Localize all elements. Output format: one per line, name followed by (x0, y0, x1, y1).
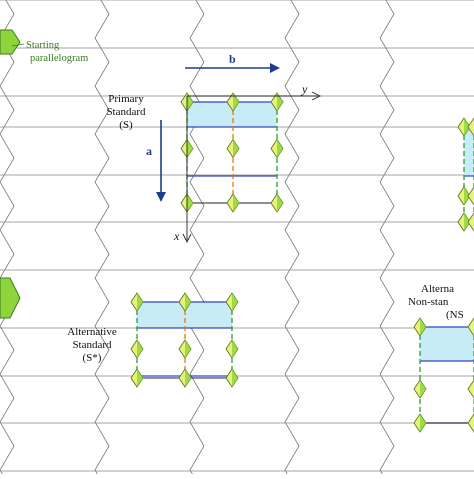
primary-cell-diamond-2-2-half (277, 194, 283, 212)
alt-ns-cell-upper-diamond-2-0 (457, 212, 471, 232)
alt-ns-cell-lower-diamond-1-1 (467, 379, 474, 399)
alternative-cell-diamond-0-1 (178, 292, 192, 312)
alt-ns-cell-upper-diamond-1-1-shape (467, 186, 474, 206)
y-axis-head (311, 91, 322, 101)
alt-ns-title-line1: Alterna (421, 283, 454, 295)
primary-cell-diamond-1-2 (270, 138, 284, 159)
alt-ns-cell-lower-diamond-1-0-half (420, 380, 426, 398)
primary-cell-diamond-1-1 (226, 138, 240, 159)
alt-ns-cell-lower-diamond-0-1 (467, 317, 474, 337)
alt-ns-cell-lower-diamond-1-1-shape (467, 379, 474, 399)
x-axis-label: x (174, 229, 180, 243)
primary-title-line3: (S) (119, 119, 133, 131)
alternative-cell (130, 292, 239, 388)
alternative-cell-diamond-0-0 (130, 292, 144, 312)
alternative-cell-diamond-0-1-half (185, 293, 191, 311)
axis-arrows (156, 63, 322, 244)
alt-ns-cell-upper-diamond-0-1-shape (467, 117, 474, 137)
alt-ns-cell-lower-diamond-2-1 (467, 413, 474, 433)
primary-cell-diamond-0-0-half (187, 93, 193, 111)
zigzag-line-4 (379, 0, 395, 479)
alt-ns-cell-upper-diamond-2-1-shape (467, 212, 474, 232)
left-parallelogram-shape (0, 277, 21, 319)
alternative-cell-diamond-2-1 (178, 368, 192, 388)
y-axis-label: y (302, 82, 308, 96)
alternative-cell-diamond-1-0 (130, 339, 144, 359)
alternative-title-line2: Standard (72, 339, 112, 351)
starting-label-line2: parallelogram (30, 53, 89, 64)
alternative-cell-diamond-2-2 (225, 368, 239, 388)
b-axis-label: b (229, 52, 236, 66)
primary-cell-diamond-1-1-half (233, 139, 239, 158)
b-vector-head (270, 63, 280, 73)
primary-cell-diamond-2-1-half (233, 194, 239, 212)
alt-ns-cell-lower-diamond-1-0 (413, 379, 427, 399)
alternative-cell-diamond-0-2-half (232, 293, 238, 311)
primary-title-line2: Standard (106, 106, 146, 118)
alternative-cell-diamond-0-2 (225, 292, 239, 312)
alternative-cell-diamond-1-2-half (232, 340, 238, 358)
alt-ns-cell-upper-diamond-1-0-half (464, 187, 470, 205)
alternative-cell-diamond-0-0-half (137, 293, 143, 311)
zigzag-line-3 (284, 0, 300, 479)
starting-label-line1: Starting (26, 40, 60, 51)
primary-cell-diamond-2-2 (270, 193, 284, 213)
alt-ns-cell-lower-fill (420, 327, 474, 361)
zigzag-line-2 (189, 0, 205, 479)
alt-ns-cell-lower-diamond-2-0 (413, 413, 427, 433)
primary-cell (180, 92, 284, 213)
zigzag-line-0 (0, 0, 15, 479)
alternative-cell-diamond-2-2-half (232, 369, 238, 387)
primary-cell-diamond-0-2-half (277, 93, 283, 111)
alt-ns-title-line3: (NS (446, 309, 464, 321)
alternative-cell-diamond-1-0-half (137, 340, 143, 358)
alt-ns-cell-lower-diamond-0-1-shape (467, 317, 474, 337)
alt-ns-cell-upper-diamond-0-0-half (464, 118, 470, 136)
alt-ns-cell-upper-fill (464, 127, 474, 176)
primary-cell-diamond-2-0-half (187, 194, 193, 212)
alternative-cell-diamond-2-0 (130, 368, 144, 388)
alternative-cell-diamond-1-1-half (185, 340, 191, 358)
starting-parallelogram-icon (0, 29, 21, 55)
alternative-cell-diamond-2-0-half (137, 369, 143, 387)
primary-title-line1: Primary (108, 93, 144, 105)
alt-ns-cell-lower-diamond-0-0 (413, 317, 427, 337)
alternative-title-line1: Alternative (67, 326, 117, 338)
alt-ns-title-line2: Non-stan (408, 296, 449, 308)
primary-cell-diamond-2-1 (226, 193, 240, 213)
alternative-title-line3: (S*) (82, 352, 102, 364)
alternative-cell-diamond-1-1 (178, 339, 192, 359)
alt-ns-cell-lower (413, 317, 474, 433)
primary-cell-diamond-1-0-half (187, 139, 193, 158)
alt-ns-cell-lower-diamond-0-0-half (420, 318, 426, 336)
a-vector-head (156, 192, 166, 202)
legend (0, 29, 25, 319)
alt-ns-cell-upper-diamond-0-1 (467, 117, 474, 137)
primary-cell-diamond-1-2-half (277, 139, 283, 158)
x-axis-head (182, 233, 192, 244)
primary-cell-diamond-0-1 (226, 92, 240, 112)
alt-ns-cell-lower-diamond-2-1-shape (467, 413, 474, 433)
primary-cell-diamond-0-2 (270, 92, 284, 112)
alt-ns-cell-upper-diamond-0-0 (457, 117, 471, 137)
alt-ns-cell-upper-diamond-1-0 (457, 186, 471, 206)
alt-ns-cell-lower-diamond-2-0-half (420, 414, 426, 432)
primary-cell-diamond-0-1-half (233, 93, 239, 111)
alternative-cell-diamond-2-1-half (185, 369, 191, 387)
unit-cells (130, 92, 474, 433)
zigzag-line-1 (94, 0, 110, 479)
alt-ns-cell-upper-diamond-1-1 (467, 186, 474, 206)
a-axis-label: a (146, 144, 152, 158)
alt-ns-cell-upper-diamond-2-1 (467, 212, 474, 232)
alternative-cell-diamond-1-2 (225, 339, 239, 359)
alt-ns-cell-upper-diamond-2-0-half (464, 213, 470, 231)
alt-ns-cell-upper (457, 117, 474, 232)
legend-leader-line (11, 43, 25, 47)
